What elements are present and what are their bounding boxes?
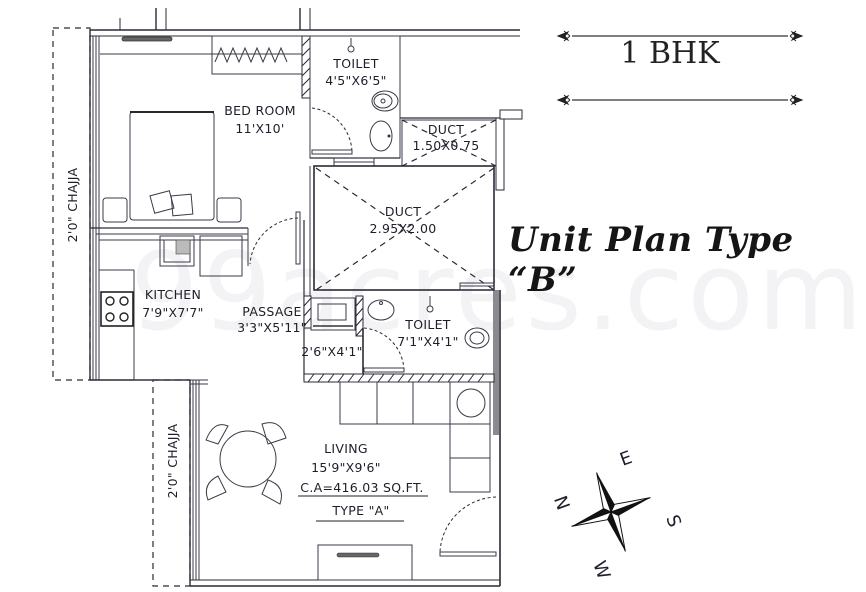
- bedroom: [90, 35, 311, 266]
- toilet-1: [309, 35, 401, 167]
- type-label: TYPE "A": [331, 503, 389, 518]
- unit-plan-title: Unit Plan Type “B”: [508, 220, 794, 300]
- chajja-left-label: 2'0" CHAJJA: [65, 167, 80, 242]
- kitchen-size: 7'9"X7'7": [142, 305, 203, 320]
- duct-large-name: DUCT: [385, 204, 421, 219]
- kitchen: [99, 235, 248, 381]
- passage-size: 3'3"X5'11": [237, 320, 307, 335]
- kitchen-name: KITCHEN: [145, 287, 201, 302]
- living-name: LIVING: [324, 441, 368, 456]
- living: [205, 381, 497, 581]
- carpet-area: C.A=416.03 SQ.FT.: [300, 480, 423, 495]
- passage-and-toilet-2: [190, 166, 495, 385]
- toilet-2-size: 7'1"X4'1": [397, 334, 458, 349]
- compass-n: N: [549, 493, 573, 513]
- duct-large-size: 2.95X2.00: [370, 221, 437, 236]
- config-title: 1 BHK: [620, 36, 720, 71]
- title-ornament-bottom: [556, 94, 804, 106]
- duct-small-name: DUCT: [428, 122, 464, 137]
- toilet-2-name: TOILET: [404, 317, 451, 332]
- toilet-1-name: TOILET: [332, 56, 379, 71]
- compass-s: S: [661, 512, 685, 530]
- duct-large: [313, 165, 495, 291]
- bedroom-size: 11'X10': [235, 121, 284, 136]
- living-size: 15'9"X9'6": [311, 460, 381, 475]
- compass-rose-icon: [571, 472, 651, 552]
- duct-small-size: 1.50X0.75: [413, 138, 480, 153]
- passage-name: PASSAGE: [242, 304, 301, 319]
- title-ornament-top: [556, 30, 804, 42]
- bedroom-name: BED ROOM: [224, 103, 296, 118]
- wash-size: 2'6"X4'1": [301, 344, 362, 359]
- compass-w: W: [588, 558, 614, 582]
- toilet-1-size: 4'5"X6'5": [325, 73, 386, 88]
- compass-e: E: [617, 447, 635, 471]
- chajja-lower-label: 2'0" CHAJJA: [165, 423, 180, 498]
